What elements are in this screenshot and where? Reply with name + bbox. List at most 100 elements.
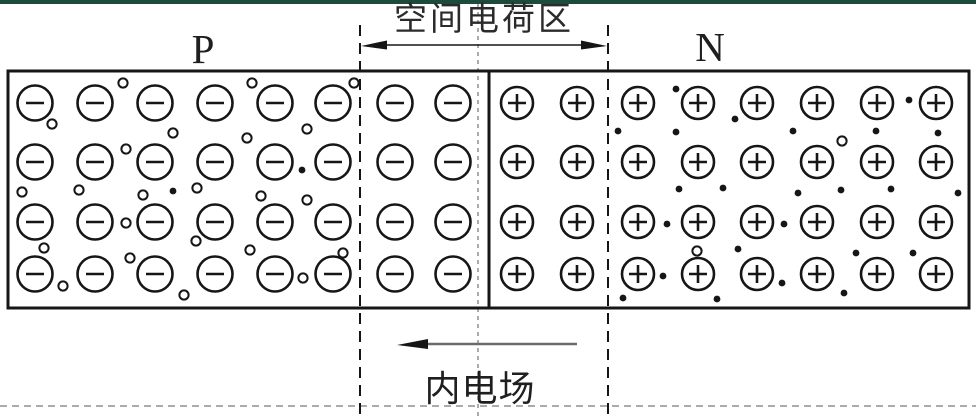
hole bbox=[244, 244, 256, 256]
positive-ion bbox=[859, 204, 895, 240]
positive-ion bbox=[620, 204, 656, 240]
negative-ion bbox=[136, 203, 174, 241]
negative-ion bbox=[136, 255, 174, 293]
hole bbox=[241, 132, 253, 144]
negative-ion bbox=[314, 84, 352, 122]
positive-ion bbox=[680, 144, 716, 180]
positive-ion bbox=[499, 256, 535, 292]
positive-ion bbox=[799, 144, 835, 180]
positive-ion bbox=[499, 204, 535, 240]
hole bbox=[120, 143, 132, 155]
negative-ion bbox=[136, 84, 174, 122]
hole bbox=[246, 77, 258, 89]
hole bbox=[190, 235, 202, 247]
hole bbox=[297, 272, 309, 284]
negative-ion bbox=[256, 143, 294, 181]
negative-ion bbox=[76, 255, 114, 293]
positive-ion bbox=[559, 85, 595, 121]
negative-ion bbox=[196, 143, 234, 181]
negative-ion bbox=[196, 84, 234, 122]
scr-extent-arrowhead-left bbox=[361, 40, 387, 50]
electron bbox=[672, 85, 680, 93]
hole bbox=[57, 280, 69, 292]
hole bbox=[124, 252, 136, 264]
hole bbox=[836, 135, 848, 147]
electron bbox=[734, 245, 742, 253]
negative-ion bbox=[256, 84, 294, 122]
electron bbox=[872, 127, 880, 135]
positive-ion bbox=[799, 204, 835, 240]
negative-ion bbox=[376, 203, 414, 241]
electron bbox=[614, 127, 622, 135]
negative-ion bbox=[434, 143, 472, 181]
electron bbox=[789, 127, 797, 135]
negative-ion bbox=[376, 143, 414, 181]
positive-ion bbox=[918, 204, 954, 240]
electron bbox=[731, 115, 739, 123]
electron bbox=[719, 184, 727, 192]
electron bbox=[794, 189, 802, 197]
hole bbox=[178, 289, 190, 301]
negative-ion bbox=[196, 255, 234, 293]
positive-ion bbox=[859, 256, 895, 292]
negative-ion bbox=[314, 203, 352, 241]
negative-ion bbox=[314, 255, 352, 293]
positive-ion bbox=[680, 204, 716, 240]
hole bbox=[16, 186, 28, 198]
electron bbox=[659, 272, 667, 280]
negative-ion bbox=[434, 203, 472, 241]
electron bbox=[905, 96, 913, 104]
electron bbox=[672, 128, 680, 136]
negative-ion bbox=[16, 255, 54, 293]
positive-ion bbox=[859, 85, 895, 121]
hole bbox=[38, 242, 50, 254]
negative-ion bbox=[16, 203, 54, 241]
electron bbox=[778, 279, 786, 287]
electron bbox=[852, 249, 860, 257]
positive-ion bbox=[620, 256, 656, 292]
p-region-label: P bbox=[191, 26, 215, 72]
negative-ion bbox=[376, 255, 414, 293]
electron bbox=[713, 295, 721, 303]
hole bbox=[167, 127, 179, 139]
positive-ion bbox=[559, 144, 595, 180]
positive-ion bbox=[620, 85, 656, 121]
negative-ion bbox=[256, 203, 294, 241]
electron bbox=[780, 220, 788, 228]
space-charge-region-label: 空间电荷区 bbox=[394, 2, 574, 38]
electron bbox=[954, 189, 962, 197]
electron bbox=[619, 294, 627, 302]
positive-ion bbox=[918, 85, 954, 121]
positive-ion bbox=[918, 144, 954, 180]
top-accent-bar bbox=[0, 0, 976, 4]
negative-ion bbox=[434, 84, 472, 122]
negative-ion bbox=[256, 255, 294, 293]
hole bbox=[337, 247, 349, 259]
positive-ion bbox=[559, 204, 595, 240]
positive-ion bbox=[680, 256, 716, 292]
positive-ion bbox=[739, 85, 775, 121]
hole bbox=[117, 77, 129, 89]
positive-ion bbox=[799, 85, 835, 121]
positive-ion bbox=[680, 85, 716, 121]
negative-ion bbox=[376, 84, 414, 122]
hole bbox=[348, 77, 360, 89]
positive-ion bbox=[559, 256, 595, 292]
negative-ion bbox=[434, 255, 472, 293]
positive-ion bbox=[859, 144, 895, 180]
positive-ion bbox=[499, 85, 535, 121]
hole bbox=[137, 189, 149, 201]
positive-ion bbox=[739, 144, 775, 180]
negative-ion bbox=[76, 84, 114, 122]
positive-ion bbox=[799, 256, 835, 292]
hole bbox=[301, 123, 313, 135]
positive-ion bbox=[739, 204, 775, 240]
negative-ion bbox=[16, 84, 54, 122]
electron bbox=[837, 186, 845, 194]
internal-field-label: 内电场 bbox=[424, 369, 536, 409]
positive-ion bbox=[620, 144, 656, 180]
electron bbox=[675, 185, 683, 193]
electron bbox=[169, 187, 177, 195]
hole bbox=[301, 194, 313, 206]
